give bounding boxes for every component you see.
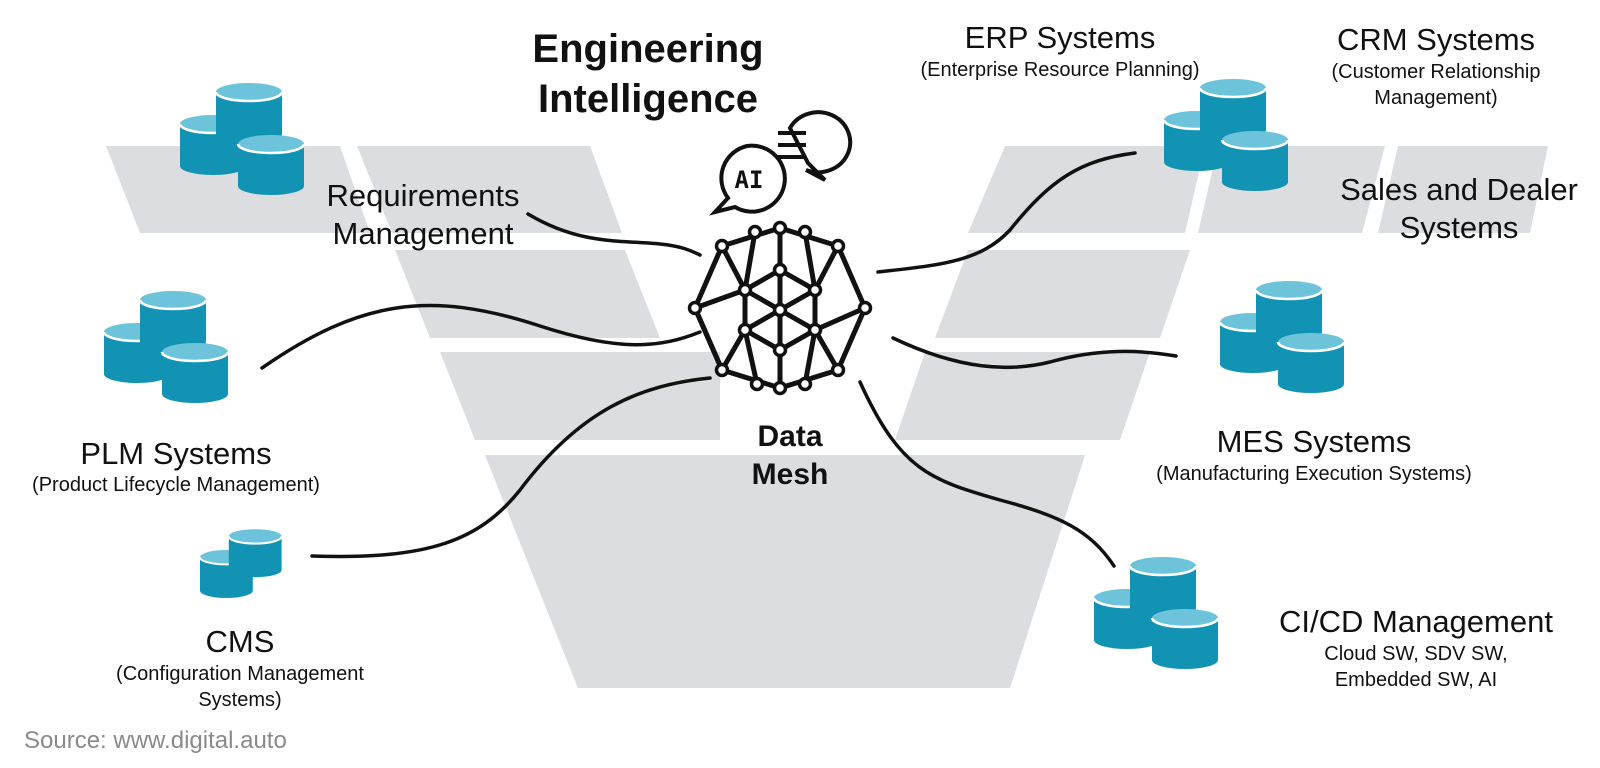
connector-plm <box>260 303 702 370</box>
v-ring-inner-shape <box>632 455 968 580</box>
cms-label: CMS <box>206 624 275 659</box>
connector-requirements <box>526 212 702 257</box>
v-band-left-3 <box>395 250 660 338</box>
connector-erp-crm <box>876 151 1137 274</box>
connector-cms <box>310 376 712 559</box>
v-band-left-4 <box>440 352 720 440</box>
chat-bubble-back-icon <box>787 110 853 182</box>
v-band-right-3 <box>895 352 1150 440</box>
cicd-description-line-2: Embedded SW, AI <box>1335 669 1497 691</box>
title-line-2: Intelligence <box>538 77 758 121</box>
data-mesh-nodes <box>687 220 873 396</box>
v-band-right-5 <box>1378 146 1548 233</box>
database-icon-mes <box>1218 279 1346 395</box>
sales-label-line-1: Sales and Dealer <box>1340 172 1578 207</box>
mes-label: MES Systems <box>1217 424 1412 459</box>
ai-badge-label: AI <box>735 166 764 194</box>
v-ring-middle-shape <box>565 455 1035 635</box>
connectors <box>260 151 1178 568</box>
v-ring-outer-shape <box>485 455 1085 688</box>
plm-description: (Product Lifecycle Management) <box>32 474 320 496</box>
source-credit: Source: www.digital.auto <box>24 727 287 754</box>
v-ring-core <box>705 455 895 515</box>
v-model-background <box>106 146 1548 688</box>
v-band-right-2 <box>935 250 1190 338</box>
ai-chat-icon <box>708 110 853 216</box>
cms-description-line-1: (Configuration Management <box>116 663 364 685</box>
mes-description: (Manufacturing Execution Systems) <box>1156 463 1472 485</box>
database-icon-cms <box>198 528 283 600</box>
chat-bubble-ai-icon <box>708 143 787 216</box>
crm-label: CRM Systems <box>1337 22 1535 57</box>
cicd-description-line-1: Cloud SW, SDV SW, <box>1324 643 1507 665</box>
cms-description-line-2: Systems) <box>198 689 281 711</box>
cicd-label: CI/CD Management <box>1279 604 1553 639</box>
database-icon-cicd <box>1092 555 1220 671</box>
requirements-label-line-2: Management <box>333 216 514 251</box>
hub-label-line-1: Data <box>757 420 822 453</box>
connector-mes <box>891 336 1178 370</box>
crm-description-line-1: (Customer Relationship <box>1332 61 1541 83</box>
crm-description-line-2: Management) <box>1374 87 1497 109</box>
database-icon-plm <box>102 289 230 405</box>
v-band-left-2 <box>357 146 622 233</box>
connector-cicd <box>858 380 1116 568</box>
title-line-1: Engineering <box>532 27 763 71</box>
hub-label-line-2: Mesh <box>752 458 829 491</box>
sales-label-line-2: Systems <box>1400 210 1519 245</box>
erp-label: ERP Systems <box>965 20 1156 55</box>
erp-description: (Enterprise Resource Planning) <box>920 59 1199 81</box>
plm-label: PLM Systems <box>80 436 271 471</box>
requirements-label-line-1: Requirements <box>327 178 520 213</box>
